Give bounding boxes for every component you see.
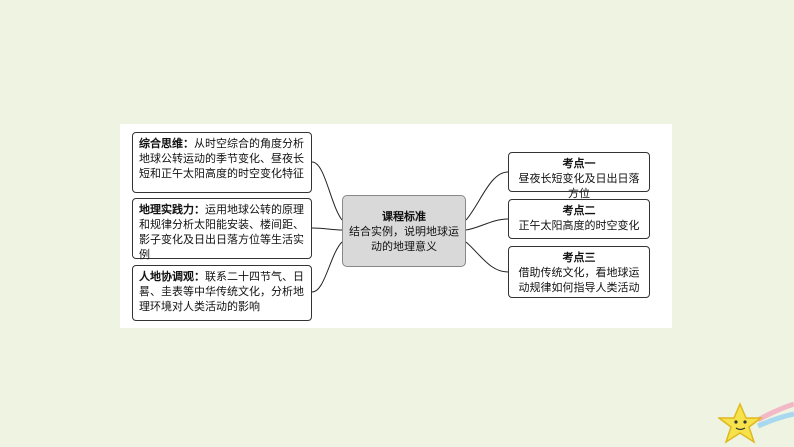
connector-right-2 bbox=[465, 218, 509, 231]
connector-left-2 bbox=[311, 227, 343, 231]
connector-left-3 bbox=[311, 241, 343, 293]
key-point-box-1: 考点一 昼夜长短变化及日出日落方位 bbox=[508, 152, 650, 200]
key-point-title: 考点三 bbox=[562, 251, 596, 264]
literacy-box-2: 地理实践力：运用地球公转的原理和规律分析太阳能安装、楼间距、影子变化及日出日落方… bbox=[132, 198, 312, 261]
key-point-title: 考点二 bbox=[562, 204, 596, 217]
literacy-box-1: 综合思维：从时空综合的角度分析地球公转运动的季节变化、昼夜长短和正午太阳高度的时… bbox=[132, 132, 312, 193]
mind-map-panel: 综合思维：从时空综合的角度分析地球公转运动的季节变化、昼夜长短和正午太阳高度的时… bbox=[120, 124, 672, 328]
center-body: 结合实例，说明地球运动的地理意义 bbox=[349, 225, 459, 253]
key-point-box-3: 考点三 借助传统文化，看地球运动规律如何指导人类活动 bbox=[508, 246, 650, 298]
star-mascot-icon bbox=[718, 401, 794, 444]
literacy-text: 联系二十四节气、日晷、圭表等中华传统文化，分析地理环境对人类活动的影响 bbox=[139, 270, 304, 313]
key-point-box-2: 考点二 正午太阳高度的时空变化 bbox=[508, 199, 650, 239]
key-point-text: 正午太阳高度的时空变化 bbox=[518, 219, 640, 232]
connector-left-1 bbox=[311, 161, 343, 221]
curriculum-standard-box: 课程标准 结合实例，说明地球运动的地理意义 bbox=[342, 195, 466, 267]
connector-right-1 bbox=[465, 171, 509, 221]
literacy-label: 地理实践力： bbox=[139, 203, 205, 216]
literacy-box-3: 人地协调观：联系二十四节气、日晷、圭表等中华传统文化，分析地理环境对人类活动的影… bbox=[132, 265, 312, 321]
key-point-text: 昼夜长短变化及日出日落方位 bbox=[518, 172, 640, 200]
literacy-text: 从时空综合的角度分析地球公转运动的季节变化、昼夜长短和正午太阳高度的时空变化特征 bbox=[139, 137, 304, 180]
center-title: 课程标准 bbox=[382, 210, 426, 223]
literacy-label: 人地协调观： bbox=[139, 270, 205, 283]
literacy-text: 运用地球公转的原理和规律分析太阳能安装、楼间距、影子变化及日出日落方位等生活实例 bbox=[139, 203, 304, 261]
connector-right-3 bbox=[465, 241, 509, 273]
key-point-title: 考点一 bbox=[562, 157, 596, 170]
connector-lines bbox=[311, 161, 509, 293]
key-point-text: 借助传统文化，看地球运动规律如何指导人类活动 bbox=[518, 266, 640, 294]
literacy-label: 综合思维： bbox=[139, 137, 194, 150]
